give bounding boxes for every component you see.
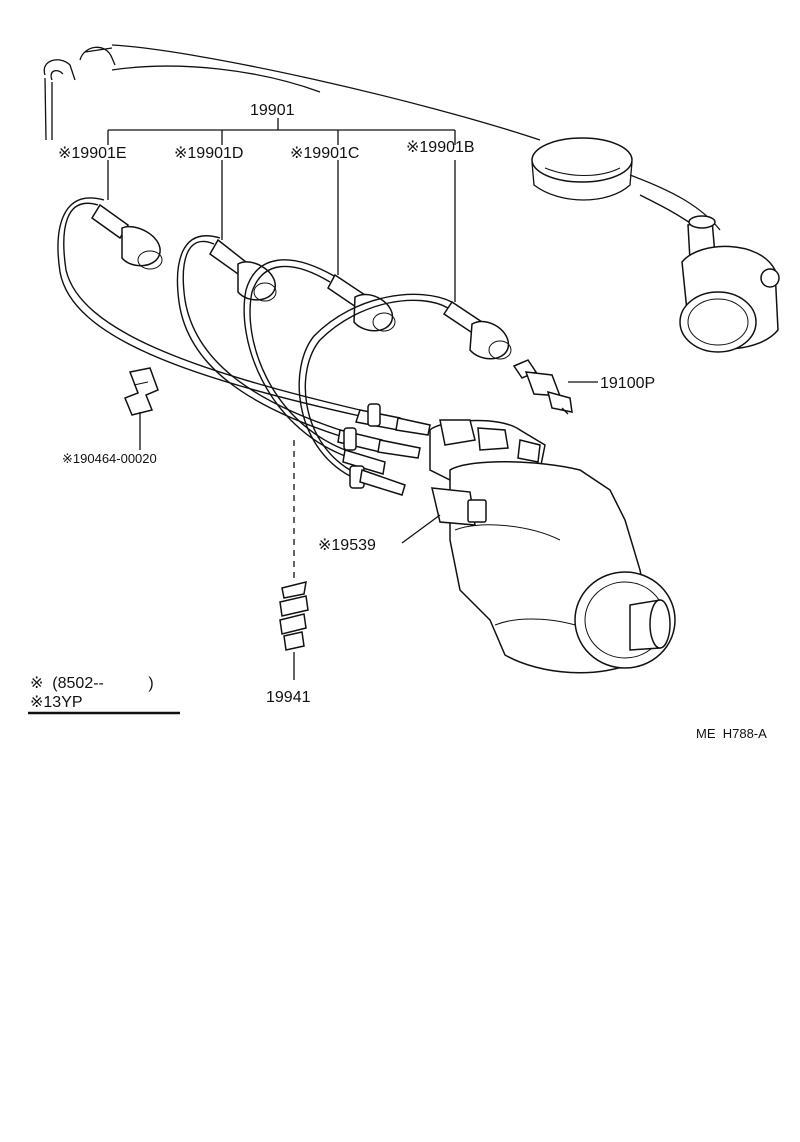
- distributor-assembly: [429, 419, 676, 674]
- legend-line-2: ※13YP: [30, 694, 83, 711]
- part-label-19901b: ※19901B: [406, 139, 475, 156]
- spark-plug-19100p: [512, 359, 598, 415]
- radiator-cap: [531, 137, 633, 201]
- part-label-19901c: ※19901C: [290, 145, 359, 162]
- figure-code: ME H788-A: [696, 726, 767, 741]
- wire-terminals: [337, 403, 431, 496]
- plug-boot-b: [442, 300, 512, 360]
- plug-boot-c: [327, 273, 396, 332]
- spark-plug-wires: [57, 197, 453, 477]
- part-label-19901d: ※19901D: [174, 145, 243, 162]
- radiator-hose-outline: [43, 44, 721, 231]
- connector-19539: [401, 487, 487, 544]
- water-outlet-housing: [679, 215, 780, 353]
- plug-boot-e: [90, 203, 163, 270]
- legend-line-1: ※ (8502-- ): [30, 675, 154, 692]
- part-label-19100p: 19100P: [600, 375, 655, 392]
- part-label-19901e: ※19901E: [58, 145, 127, 162]
- plug-boot-d: [209, 238, 277, 302]
- part-label-19901: 19901: [250, 102, 295, 119]
- wire-separator-19941: [279, 440, 309, 680]
- part-label-19539: ※19539: [318, 537, 376, 554]
- part-label-190464: ※190464-00020: [62, 451, 157, 466]
- label-19901-leader: [107, 118, 456, 302]
- part-label-19941: 19941: [266, 689, 311, 706]
- wire-clamp-190464: [124, 367, 159, 450]
